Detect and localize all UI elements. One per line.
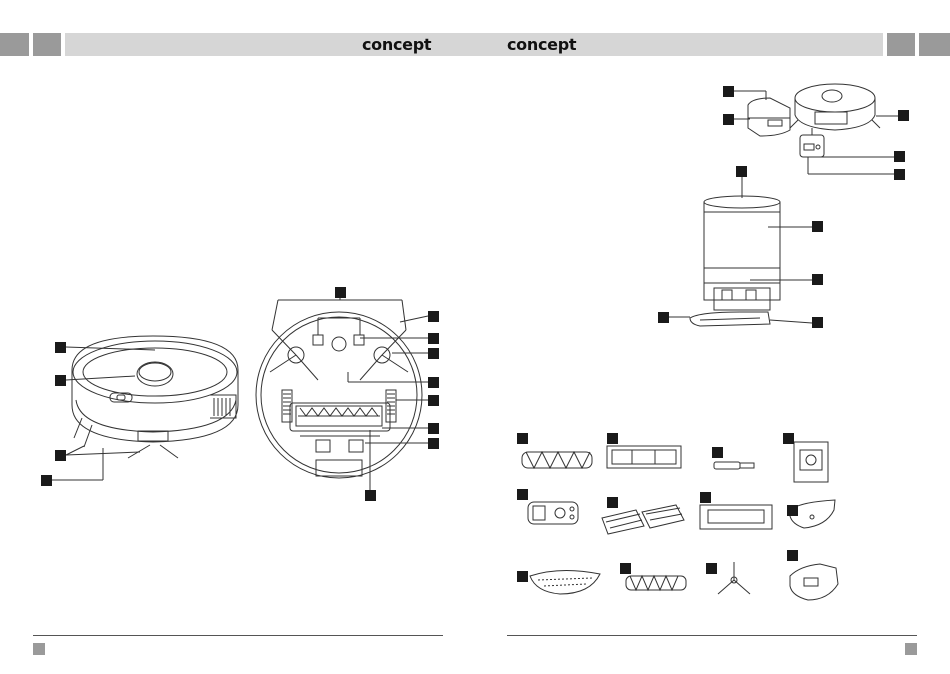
filter-holder [700, 505, 772, 529]
self-emptying-station [666, 177, 812, 326]
robot-vacuum-top-view [52, 336, 238, 480]
side-brush [718, 562, 750, 594]
mop-pad [530, 570, 600, 594]
cleaning-tool [714, 462, 754, 469]
robot-vacuum-bottom-view [256, 292, 428, 490]
dust-bag [794, 442, 828, 482]
callout-markers [41, 86, 909, 582]
remote-control [528, 502, 578, 524]
hepa-filter [607, 446, 681, 468]
water-tank [790, 564, 838, 600]
dust-bin-and-robot-detail [734, 84, 902, 174]
filter-sponges [602, 505, 684, 534]
rubber-brush [626, 576, 686, 590]
main-brush [522, 452, 592, 468]
accessories-grid [522, 442, 838, 600]
